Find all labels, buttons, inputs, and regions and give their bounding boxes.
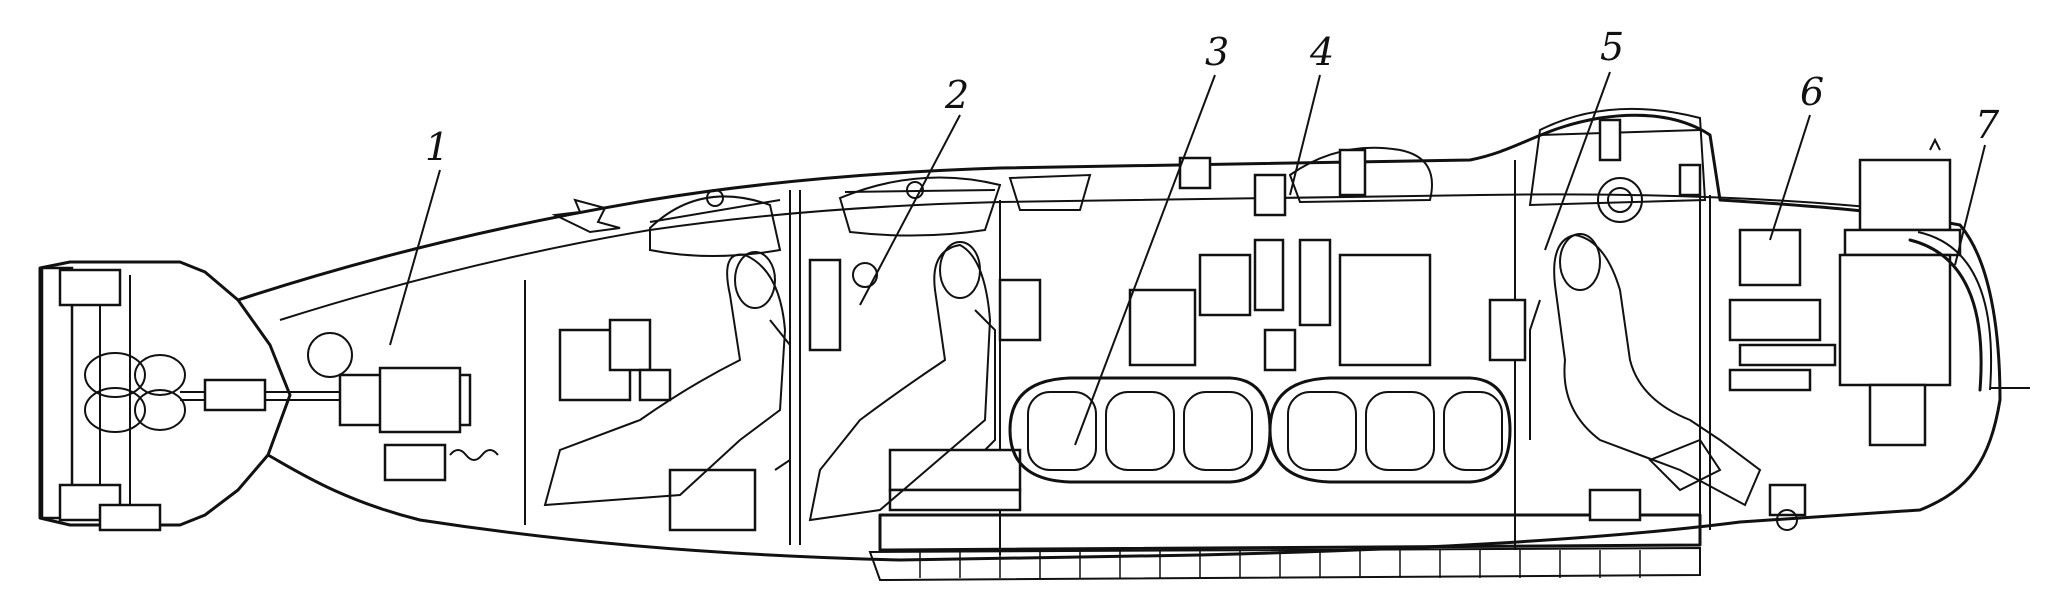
callout-5: 5 — [1600, 25, 1624, 69]
central-equipment — [558, 238, 1642, 532]
callout-3: 3 — [1205, 30, 1229, 74]
stern-propulsion-unit — [38, 260, 499, 532]
hull-outline — [236, 113, 2002, 582]
hatches-and-domes — [649, 107, 1707, 257]
callout-1: 1 — [425, 125, 449, 169]
leader-lines — [389, 71, 1986, 446]
battery-tanks — [1008, 376, 1512, 484]
callout-6: 6 — [1800, 70, 1824, 114]
callout-2: 2 — [944, 73, 969, 117]
crew-seats — [543, 233, 1762, 522]
bow-compartment — [1648, 137, 2030, 531]
callout-7: 7 — [1975, 103, 2000, 147]
callout-labels: 1 2 3 4 5 6 7 — [425, 25, 2000, 169]
callout-4: 4 — [1309, 30, 1334, 74]
